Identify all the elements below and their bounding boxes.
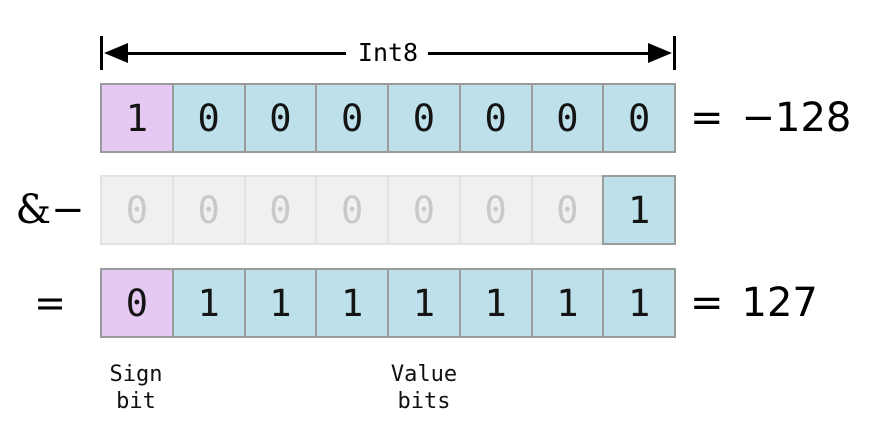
bit-cell: 1: [315, 268, 389, 338]
result-number: −128: [741, 95, 852, 141]
bit-cell: 0: [100, 268, 174, 338]
caption-sign-bit: Sign bit: [109, 362, 163, 414]
bit-cell: 0: [315, 83, 389, 153]
bit-cell: 1: [458, 268, 533, 338]
equals-sign: =: [690, 280, 724, 326]
int8-label: Int8: [347, 38, 429, 68]
operator-and-minus: &−: [15, 187, 85, 233]
bit-cell: 1: [530, 268, 605, 338]
equals-sign: =: [690, 95, 724, 141]
bit-cell: 1: [171, 268, 246, 338]
bit-cell: 0: [387, 83, 461, 153]
bit-cell: 1: [387, 268, 461, 338]
span-end-tick: [673, 36, 676, 70]
bit-cell: 0: [243, 83, 318, 153]
operator-equals: =: [34, 281, 66, 325]
bit-cell: 1: [243, 268, 318, 338]
bit-cell: 1: [602, 268, 676, 338]
bit-cell: 0: [530, 83, 605, 153]
span-start-tick: [100, 36, 103, 70]
span-line-left: [122, 52, 346, 55]
bit-cell: 0: [458, 83, 533, 153]
bit-row-value: 1 0 0 0 0 0 0 0: [100, 83, 676, 153]
bit-cell: 0: [243, 175, 318, 245]
bit-row-operand: 0 0 0 0 0 0 0 1: [100, 175, 676, 245]
bit-cell: 0: [602, 83, 676, 153]
bit-cell: 1: [100, 83, 174, 153]
row-result-result: = 127: [690, 268, 881, 338]
result-number: 127: [741, 280, 818, 326]
arrow-right-head-icon: [648, 43, 672, 63]
bit-cell: 0: [458, 175, 533, 245]
bit-cell: 0: [387, 175, 461, 245]
bit-cell: 0: [171, 83, 246, 153]
bit-cell: 0: [530, 175, 605, 245]
int8-width-indicator: Int8: [100, 36, 676, 70]
caption-value-bits: Value bits: [390, 362, 458, 414]
bit-cell: 0: [100, 175, 174, 245]
bit-cell: 0: [315, 175, 389, 245]
bit-cell: 1: [602, 175, 676, 245]
bit-row-result: 0 1 1 1 1 1 1 1: [100, 268, 676, 338]
span-line-right: [426, 52, 654, 55]
arrow-left-head-icon: [104, 43, 128, 63]
row-value-result: = −128: [690, 83, 881, 153]
bit-cell: 0: [171, 175, 246, 245]
